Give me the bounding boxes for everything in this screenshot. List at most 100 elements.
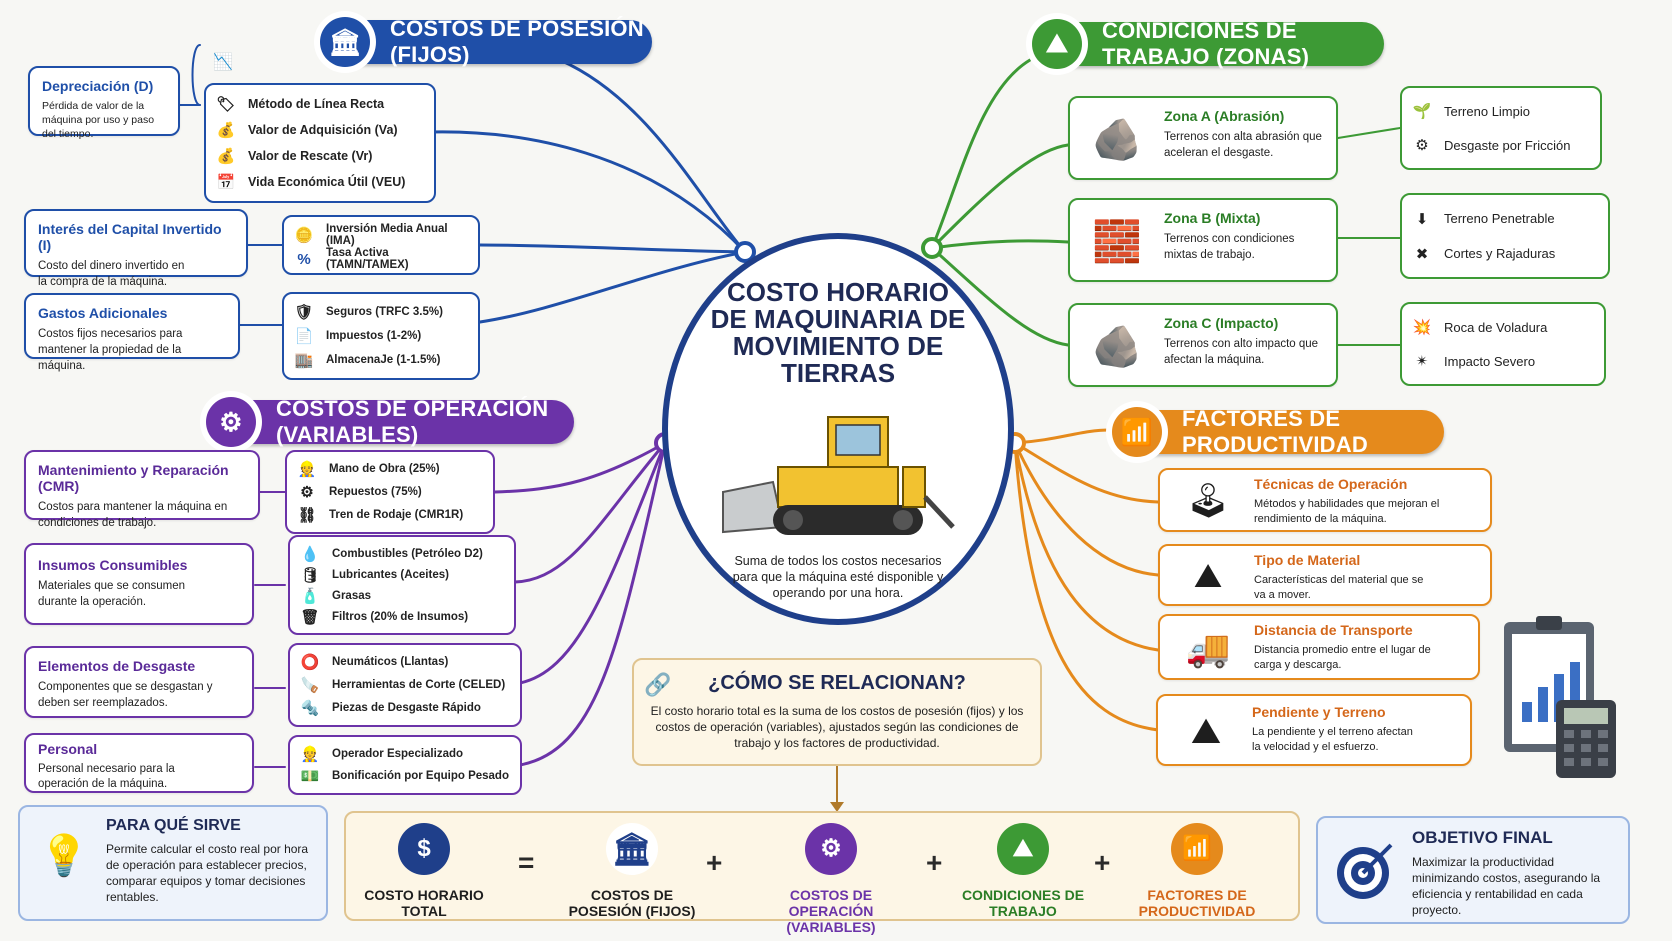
list-item[interactable]: ✴Impacto Severo (1412, 349, 1594, 373)
objetivo-box: OBJETIVO FINAL Maximizar la productivida… (1316, 816, 1630, 924)
list-item[interactable]: ⭕Neumáticos (Llantas) (300, 654, 449, 672)
objetivo-text: Maximizar la productividad minimizando c… (1412, 855, 1601, 917)
slope-icon: ⛰ (1190, 709, 1222, 751)
list-item[interactable]: 🛢Lubricantes (Aceites) (300, 566, 449, 584)
coins-icon: 🪙 (294, 227, 314, 244)
gastos-box[interactable]: Gastos Adicionales Costos fijos necesari… (24, 293, 240, 372)
friction-gear-icon: ⚙ (1415, 137, 1429, 154)
list-item[interactable]: 🔩Piezas de Desgaste Rápido (300, 699, 481, 717)
mantenimiento-desc: Costos para mantener la máquina en condi… (38, 501, 228, 529)
dump-truck-icon: 🚚 (1185, 628, 1231, 669)
material-title: Tipo de Material (1254, 552, 1361, 568)
personal-list: 👷Operador Especializado 💵Bonificación po… (288, 735, 522, 795)
center-description: Suma de todos los costos necesarios para… (732, 554, 944, 600)
blade-icon: 🪚 (300, 677, 320, 694)
formula-total: $ COSTO HORARIO TOTAL (364, 823, 484, 919)
list-item[interactable]: ⚙Desgaste por Fricción (1412, 133, 1590, 157)
tire-icon: ⭕ (300, 654, 320, 672)
list-item[interactable]: ✖Cortes y Rajaduras (1412, 242, 1598, 266)
track-icon: ⛓ (297, 506, 317, 524)
formula-productividad-label: FACTORES DE PRODUCTIVIDAD (1138, 887, 1256, 919)
zona-a-box[interactable]: 🪨 Zona A (Abrasión) Terrenos con alta ab… (1068, 96, 1338, 180)
desgaste-box[interactable]: Elementos de Desgaste Componentes que se… (24, 646, 254, 718)
list-item[interactable]: 🗑Filtros (20% de Insumos) (300, 608, 469, 626)
list-item[interactable]: 💰Valor de Adquisición (Va) (216, 122, 398, 139)
insumos-box[interactable]: Insumos Consumibles Materiales que se co… (24, 543, 254, 625)
material-desc: Características del material que se va a… (1254, 574, 1424, 601)
plus-sign: + (926, 847, 943, 878)
list-item[interactable]: 👷Mano de Obra (25%) (297, 461, 440, 479)
formula-condiciones-label: CONDICIONES DE TRABAJO (961, 887, 1085, 919)
tecnicas-box[interactable]: 🕹 Técnicas de Operación Métodos y habili… (1158, 468, 1492, 532)
list-item[interactable]: 🏷Método de Línea Recta (216, 96, 385, 113)
zona-b-box[interactable]: 🧱 Zona B (Mixta) Terrenos con condicione… (1068, 198, 1338, 282)
list-item[interactable]: 💥Roca de Voladura (1412, 319, 1548, 336)
pendiente-box[interactable]: ⛰ Pendiente y Terreno La pendiente y el … (1156, 694, 1472, 766)
para-que-text: Permite calcular el costo real por hora … (106, 842, 309, 904)
posesion-header[interactable]: 🏛 COSTOS DE POSESIÓN (FIJOS) (314, 11, 652, 73)
operacion-header[interactable]: ⚙ COSTOS DE OPERACIÓN (VARIABLES) (200, 391, 574, 453)
list-item[interactable]: 🌱Terreno Limpio (1412, 103, 1530, 120)
list-item[interactable]: 🛡Seguros (TRFC 3.5%) (294, 304, 443, 321)
list-item[interactable]: 💧Combustibles (Petróleo D2) (300, 545, 483, 563)
list-item[interactable]: 📅Vida Económica Útil (VEU) (216, 174, 406, 191)
relacion-title: ¿CÓMO SE RELACIONAN? (708, 672, 966, 694)
interes-title: Interés del Capital Invertido (I) (38, 221, 222, 253)
list-item[interactable]: %Tasa Activa (TAMN/TAMEX) (294, 247, 468, 271)
operacion-header-label: COSTOS DE OPERACIÓN (VARIABLES) (276, 396, 549, 447)
clipboard-calculator-illustration (1496, 612, 1626, 782)
lightbulb-icon: 💡 (39, 833, 89, 878)
list-item[interactable]: 💵Bonificación por Equipo Pesado (300, 768, 509, 785)
money-bag-icon: 💰 (216, 122, 236, 139)
formula-condiciones: ⛰ CONDICIONES DE TRABAJO (958, 823, 1088, 919)
zona-c-box[interactable]: 🪨 Zona C (Impacto) Terrenos con alto imp… (1068, 303, 1338, 387)
list-item[interactable]: 🏬AlmacenaJe (1-1.5%) (294, 352, 441, 369)
interes-box[interactable]: Interés del Capital Invertido (I) Costo … (24, 209, 248, 288)
list-item[interactable]: ⚙Repuestos (75%) (297, 481, 483, 504)
center-title: COSTO HORARIO DE MAQUINARIA DE MOVIMIENT… (710, 277, 966, 388)
formula-box: $ COSTO HORARIO TOTAL = 🏛 COSTOS DE POSE… (344, 811, 1300, 935)
material-box[interactable]: ⛰ Tipo de Material Características del m… (1158, 544, 1492, 606)
zona-b-list: ⬇Terreno Penetrable ✖Cortes y Rajaduras (1400, 193, 1610, 279)
plus-sign: + (706, 847, 723, 878)
list-item[interactable]: 🪙Inversión Media Anual (IMA) (294, 223, 448, 247)
condiciones-header[interactable]: ⛰ CONDICIONES DE TRABAJO (ZONAS) (1026, 13, 1384, 75)
relacion-box: 🔗 ¿CÓMO SE RELACIONAN? El costo horario … (632, 658, 1042, 766)
zona-a-desc: Terrenos con alta abrasión que aceleran … (1164, 131, 1322, 159)
mantenimiento-list: 👷Mano de Obra (25%) ⚙Repuestos (75%) ⛓Tr… (285, 450, 495, 534)
list-item[interactable]: 🧴Grasas (300, 587, 372, 605)
transporte-box[interactable]: 🚚 Distancia de Transporte Distancia prom… (1158, 614, 1480, 680)
depreciacion-desc: Pérdida de valor de la máquina por uso y… (42, 100, 155, 140)
target-icon (1330, 836, 1400, 906)
list-item[interactable]: ⛓Tren de Rodaje (CMR1R) (297, 506, 464, 524)
list-item[interactable]: 🪚Herramientas de Corte (CELED) (300, 677, 506, 694)
personal-desc: Personal necesario para la operación de … (38, 763, 175, 790)
para-que-box: 💡 PARA QUÉ SIRVE Permite calcular el cos… (18, 805, 328, 921)
relacion-text: El costo horario total es la suma de los… (650, 704, 1024, 750)
list-item[interactable]: 💰Valor de Rescate (Vr) (216, 148, 373, 165)
desgaste-title: Elementos de Desgaste (38, 658, 196, 674)
parts-icon: 🔩 (300, 699, 320, 717)
center-node: COSTO HORARIO DE MAQUINARIA DE MOVIMIENT… (662, 233, 1014, 625)
tecnicas-title: Técnicas de Operación (1254, 476, 1408, 492)
money-bag-icon: 💰 (216, 148, 236, 165)
list-item[interactable]: 📄Impuestos (1-2%) (294, 328, 422, 345)
zona-c-desc: Terrenos con alto impacto que afectan la… (1164, 338, 1319, 366)
formula-operacion-label: COSTOS DE OPERACIÓN (VARIABLES) (786, 887, 876, 935)
insumos-desc: Materiales que se consumen durante la op… (38, 580, 186, 608)
list-item[interactable]: ⬇Terreno Penetrable (1412, 207, 1598, 231)
depreciacion-box[interactable]: Depreciación (D) Pérdida de valor de la … (28, 66, 180, 140)
shield-icon: 🛡 (294, 304, 314, 321)
bar-chart-icon: 📶 (1171, 823, 1223, 875)
desgaste-desc: Componentes que se desgastan y deben ser… (38, 681, 213, 709)
bar-chart-icon: 📶 (1106, 401, 1168, 463)
calendar-icon: 📅 (216, 174, 236, 191)
mantenimiento-box[interactable]: Mantenimiento y Reparación (CMR) Costos … (24, 450, 260, 529)
transporte-desc: Distancia promedio entre el lugar de car… (1254, 644, 1431, 671)
productividad-header[interactable]: 📶 FACTORES DE PRODUCTIVIDAD (1106, 401, 1444, 463)
para-que-title: PARA QUÉ SIRVE (106, 817, 241, 834)
soil-layers-icon: 🧱 (1092, 219, 1142, 264)
list-item[interactable]: 👷Operador Especializado (300, 746, 464, 763)
formula-operacion: ⚙ COSTOS DE OPERACIÓN (VARIABLES) (746, 823, 916, 935)
personal-box[interactable]: Personal Personal necesario para la oper… (24, 733, 254, 793)
